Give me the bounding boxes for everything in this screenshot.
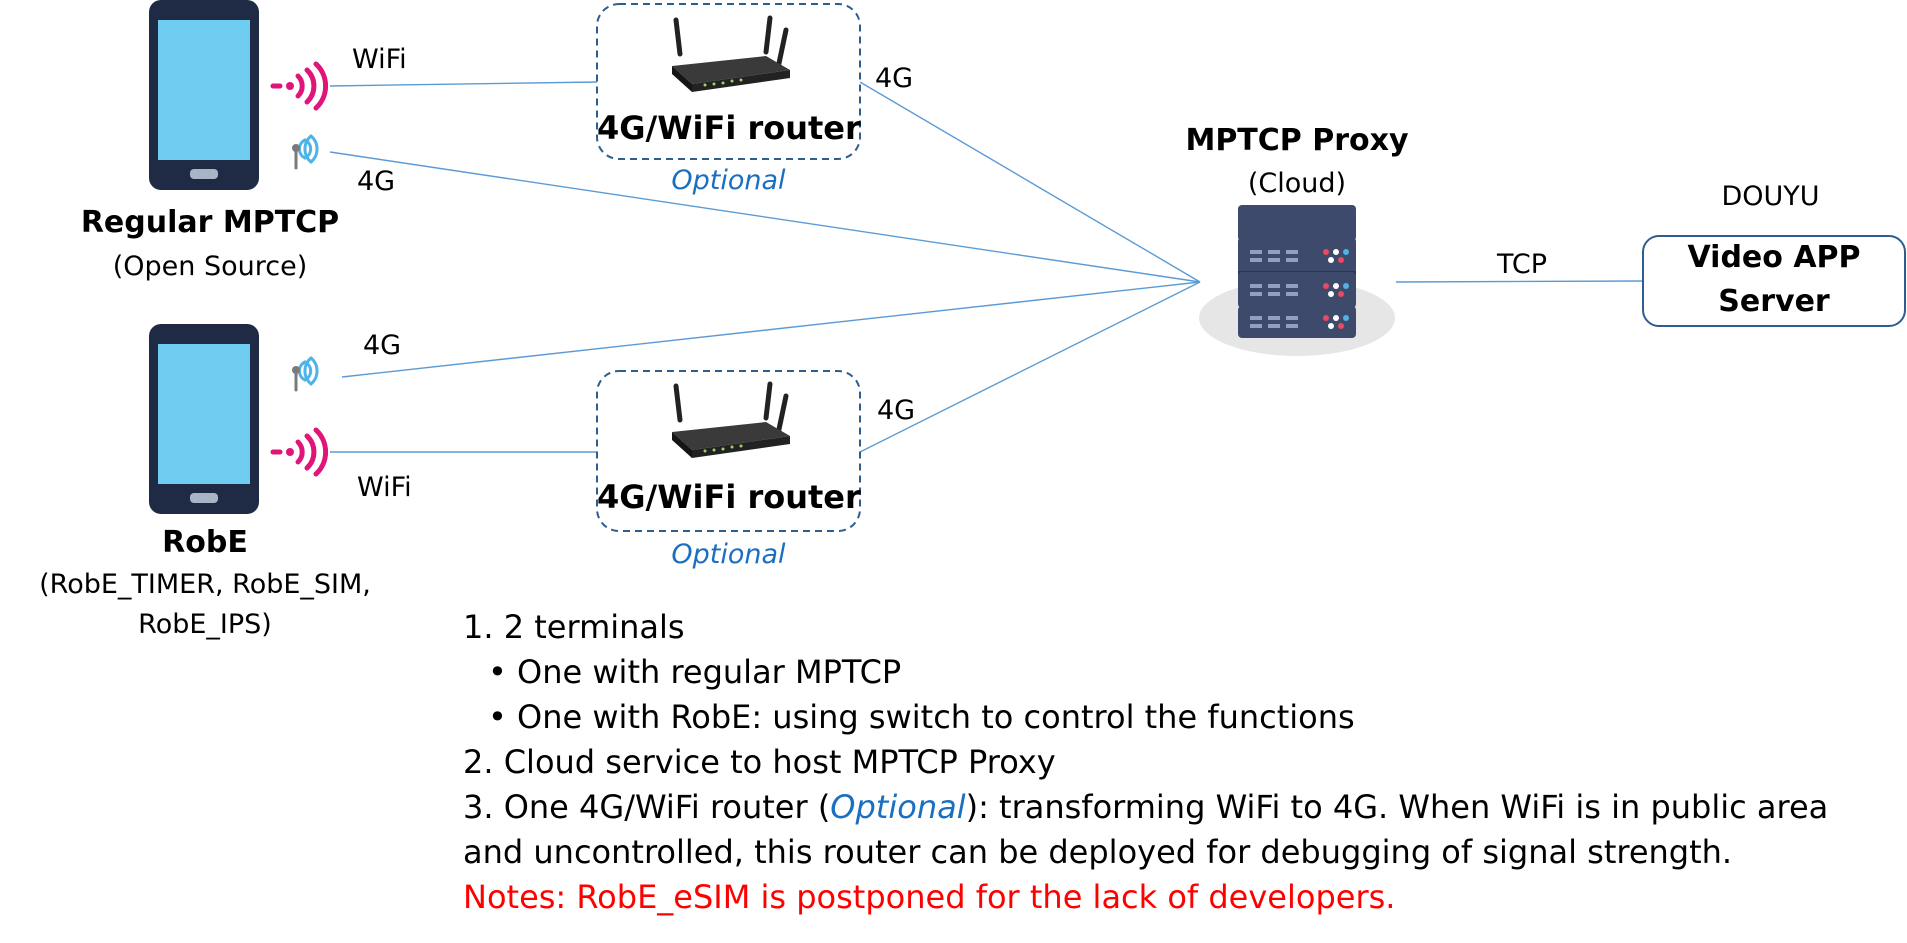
optional-label: Optional xyxy=(671,539,786,570)
4g-label: 4G xyxy=(363,330,402,361)
router-icon xyxy=(672,381,790,458)
note-item-2: 2. Cloud service to host MPTCP Proxy xyxy=(463,743,1056,781)
tcp-label: TCP xyxy=(1497,249,1548,280)
note-item-1: 1. 2 terminals xyxy=(463,608,685,646)
phone-icon xyxy=(149,324,259,514)
antenna-icon xyxy=(292,356,319,392)
phone-subtitle: RobE_IPS) xyxy=(138,609,272,640)
link-phone2-proxy-4g xyxy=(341,281,1201,378)
server-label-line2: Server xyxy=(1718,284,1830,319)
phone-icon xyxy=(149,0,259,190)
server-top-label: DOUYU xyxy=(1721,181,1820,212)
router-icon xyxy=(672,15,790,92)
link-proxy-server xyxy=(1395,280,1644,283)
router-label: 4G/WiFi router xyxy=(597,478,861,516)
router-label: 4G/WiFi router xyxy=(597,109,861,147)
server-box xyxy=(1642,235,1906,327)
link-phone1-router1 xyxy=(329,81,598,87)
link-router1-proxy xyxy=(859,81,1201,283)
proxy-title: MPTCP Proxy xyxy=(1185,123,1409,158)
link-phone1-proxy-4g xyxy=(329,151,1201,283)
wifi-signal-icon xyxy=(270,427,329,477)
server-label-line1: Video APP xyxy=(1687,240,1861,275)
4g-label: 4G xyxy=(875,63,914,94)
note-item-3-prefix: 3. One 4G/WiFi router ( xyxy=(463,788,831,826)
server-stack-icon xyxy=(1199,205,1395,356)
phone-title: RobE xyxy=(162,525,248,560)
note-bullet: • One with regular MPTCP xyxy=(488,653,902,691)
phone-subtitle: (Open Source) xyxy=(112,251,308,282)
note-item-3-suffix: ): transforming WiFi to 4G. When WiFi is… xyxy=(965,788,1829,826)
optional-inline-label: Optional xyxy=(830,788,966,826)
optional-label: Optional xyxy=(671,165,786,196)
wifi-signal-icon xyxy=(270,61,329,111)
notes-list: 1. 2 terminals • One with regular MPTCP … xyxy=(463,605,1828,920)
red-note: Notes: RobE_eSIM is postponed for the la… xyxy=(463,878,1396,916)
phone-subtitle: (RobE_TIMER, RobE_SIM, xyxy=(39,569,371,600)
note-item-3: 3. One 4G/WiFi router (Optional): transf… xyxy=(463,785,1828,830)
4g-label: 4G xyxy=(357,166,396,197)
wifi-label: WiFi xyxy=(352,44,407,75)
link-router2-proxy xyxy=(859,281,1201,453)
note-item-3-continued: and uncontrolled, this router can be dep… xyxy=(463,833,1733,871)
proxy-subtitle: (Cloud) xyxy=(1247,168,1347,199)
phone-title: Regular MPTCP xyxy=(80,205,340,240)
note-bullet: • One with RobE: using switch to control… xyxy=(488,698,1355,736)
wifi-label: WiFi xyxy=(357,472,412,503)
antenna-icon xyxy=(292,134,319,170)
4g-label: 4G xyxy=(877,395,916,426)
